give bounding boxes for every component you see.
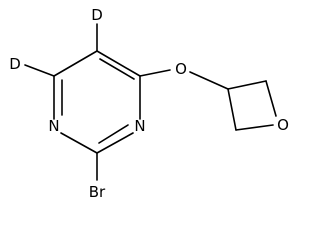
bond-c5-c4 [96,50,141,77]
molecule-canvas: D D O O N N Br [9,6,289,201]
bond-n3-c2 [96,132,134,154]
bond-o-ch [189,71,229,90]
atom-d-left: D [9,55,21,73]
bond-c6-d [24,64,55,77]
bond-c5-c4-inner [99,58,135,80]
atom-n-left: N [48,117,59,135]
bond-oxetane-1 [227,88,237,131]
atom-o-ring: O [277,116,289,134]
structure-drawing: D D O O N N Br [9,6,289,201]
atom-o-ether: O [175,60,187,78]
atom-n-right: N [134,117,145,135]
bond-oxetane-4 [235,124,274,131]
bond-c5-c6 [53,50,98,77]
bond-n1-c2 [60,132,98,154]
bond-c4-o [139,69,171,77]
atom-br: Br [89,183,106,201]
bond-oxetane-3 [265,80,277,117]
bond-oxetane-2 [227,80,267,90]
atom-d-top: D [91,6,103,24]
bond-n3-c2-inner [98,124,129,144]
